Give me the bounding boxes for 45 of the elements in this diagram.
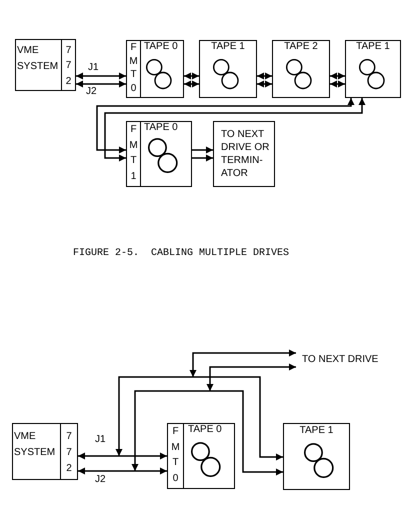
figure-caption: FIGURE 2-5. CABLING MULTIPLE DRIVES [73, 248, 290, 260]
double-headed-arrow [330, 72, 345, 80]
box-label: TAPE 0 [144, 41, 178, 53]
destination-box [213, 121, 275, 187]
double-headed-arrow [257, 72, 272, 80]
box-label: TAPE 1 [211, 41, 245, 53]
box-label: TAPE 0 [144, 122, 178, 133]
destination-label: TO NEXT DRIVE [296, 350, 378, 370]
double-headed-arrow [116, 376, 283, 460]
box-label: VME SYSTEM [14, 430, 56, 460]
tape-drive-box [167, 423, 235, 489]
tape-drive-box [272, 40, 330, 98]
vertical-label: F M T 1 [128, 123, 138, 184]
double-headed-arrow [190, 350, 296, 377]
double-headed-arrow [78, 468, 167, 474]
tape-drive-box [345, 40, 401, 98]
double-headed-arrow [206, 364, 296, 391]
box-label: TAPE 2 [284, 41, 318, 53]
double-headed-arrow [76, 80, 126, 88]
vertical-label: 7 7 2 [64, 44, 72, 88]
arrow [192, 154, 213, 162]
double-headed-arrow [78, 452, 167, 460]
double-headed-arrow [104, 98, 366, 162]
vertical-label: F M T 0 [170, 425, 180, 486]
system-box [12, 423, 78, 480]
box-label: TAPE 1 [300, 425, 334, 437]
vertical-label: 7 7 2 [65, 430, 73, 476]
tape-drive-box [126, 121, 192, 187]
double-headed-arrow [257, 80, 272, 88]
tape-drive-box [126, 40, 184, 98]
tape-drive-box [283, 423, 350, 490]
box-label: TAPE 1 [356, 41, 390, 53]
vertical-label: F M T 0 [128, 41, 138, 95]
double-headed-arrow [96, 98, 354, 154]
double-headed-arrow [132, 390, 283, 476]
box-label: VME SYSTEM [17, 44, 60, 74]
box-label: TAPE 0 [188, 424, 222, 436]
system-box [15, 39, 76, 91]
box-label: TO NEXT DRIVE OR TERMIN-ATOR [221, 128, 270, 180]
double-headed-arrow [184, 72, 199, 80]
arrow [192, 146, 213, 154]
tape-drive-box [199, 40, 257, 98]
double-headed-arrow [330, 80, 345, 88]
double-headed-arrow [76, 72, 126, 80]
double-headed-arrow [184, 80, 199, 88]
